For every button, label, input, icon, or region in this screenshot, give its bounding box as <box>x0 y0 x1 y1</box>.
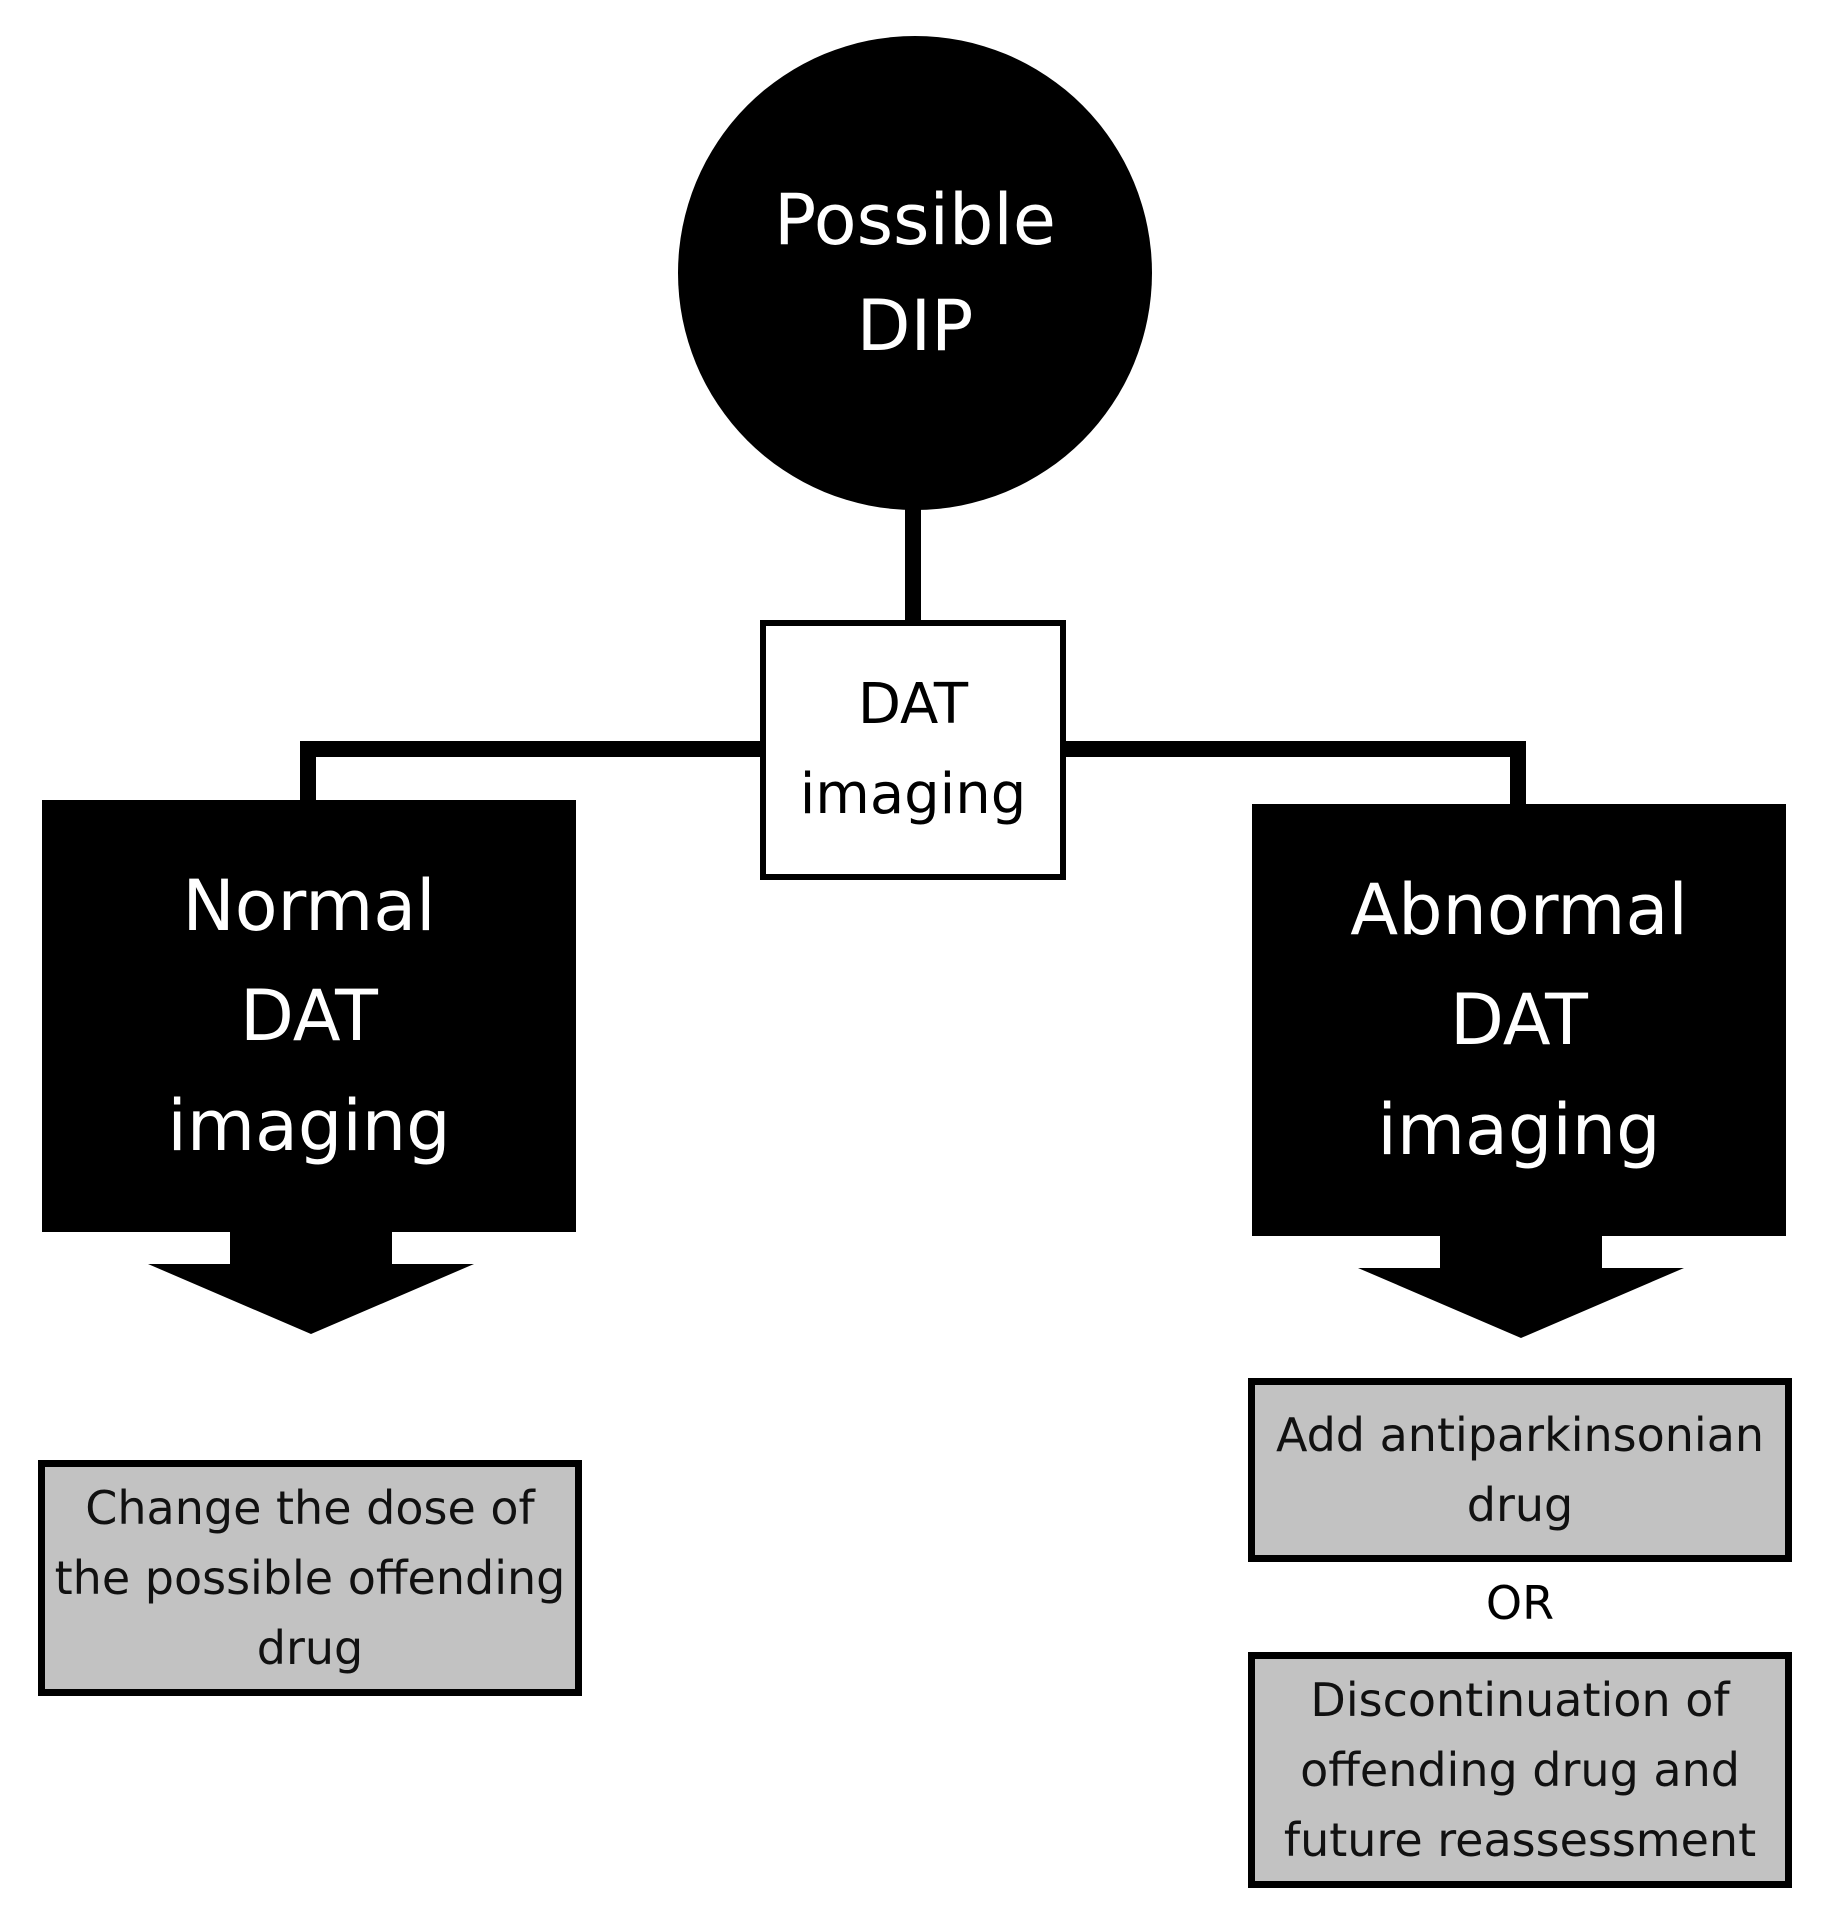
action-box-add-antiparkinsonian-label: Add antiparkinsonian drug <box>1275 1408 1765 1532</box>
result-node-abnormal-label: Abnormal DAT imaging <box>1350 869 1688 1171</box>
action-box-change-dose-label: Change the dose of the possible offendin… <box>54 1481 566 1675</box>
root-node-label: Possible DIP <box>774 179 1056 367</box>
result-node-normal: Normal DAT imaging <box>42 800 576 1232</box>
test-node-label: DAT imaging <box>799 672 1027 827</box>
connector-drop-left <box>300 741 316 803</box>
result-node-abnormal: Abnormal DAT imaging <box>1252 804 1786 1236</box>
connector-horizontal-left <box>300 741 762 757</box>
connector-horizontal-right <box>1064 741 1526 757</box>
arrow-down-right <box>1358 1230 1684 1338</box>
connector-drop-right <box>1510 741 1526 807</box>
action-box-change-dose: Change the dose of the possible offendin… <box>38 1460 582 1696</box>
action-box-discontinuation: Discontinuation of offending drug and fu… <box>1248 1652 1792 1888</box>
action-box-discontinuation-label: Discontinuation of offending drug and fu… <box>1283 1673 1757 1867</box>
test-node-dat-imaging: DAT imaging <box>760 620 1066 880</box>
root-node-possible-dip: Possible DIP <box>678 36 1152 510</box>
result-node-normal-label: Normal DAT imaging <box>167 865 451 1167</box>
action-box-add-antiparkinsonian: Add antiparkinsonian drug <box>1248 1378 1792 1562</box>
or-connector-label: OR <box>1485 1576 1555 1630</box>
connector-root-to-test <box>905 505 921 623</box>
arrow-down-left <box>148 1226 474 1334</box>
